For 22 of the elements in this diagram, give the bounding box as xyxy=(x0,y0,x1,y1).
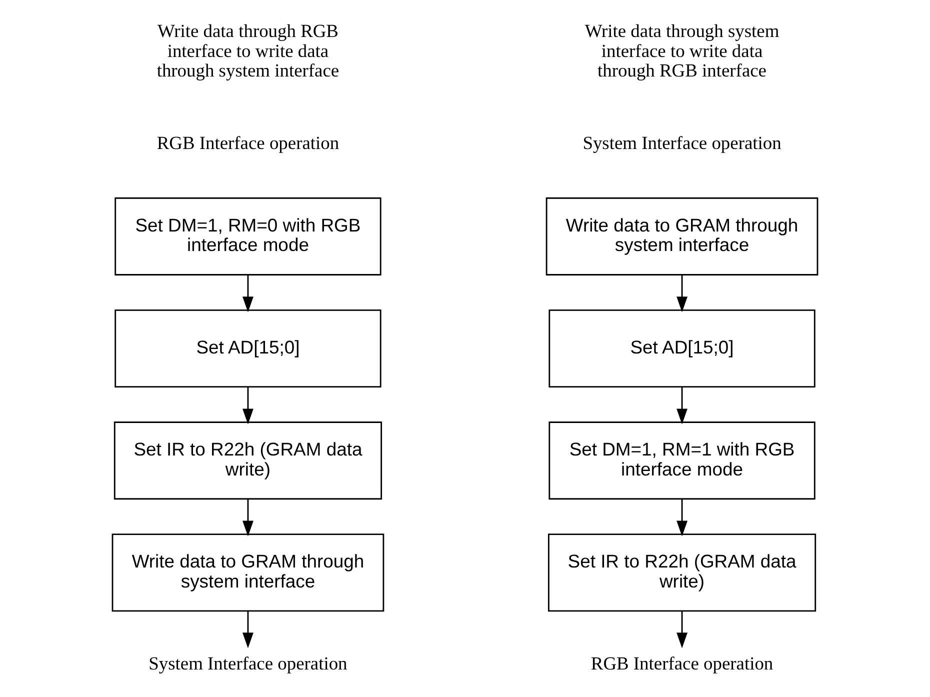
label: Write data through RGB interface to write data through system interface xyxy=(156,21,340,81)
node-box: Write data to GRAM through system interface xyxy=(112,534,384,612)
node-box: Write data to GRAM through system interface xyxy=(546,197,818,276)
arrow xyxy=(676,274,688,312)
arrow xyxy=(676,498,688,536)
arrow xyxy=(676,386,688,424)
node-box: Set AD[15;0] xyxy=(114,310,382,388)
label: RGB Interface operation xyxy=(156,133,340,154)
node-text: RGB Interface operation xyxy=(590,654,774,674)
node-text: System Interface operation xyxy=(148,654,348,674)
arrow xyxy=(242,386,254,424)
node-box: Set IR to R22h (GRAM data write) xyxy=(114,422,382,500)
label: Write data through system interface to write data through RGB interface xyxy=(584,21,780,81)
label: System Interface operation xyxy=(582,133,782,154)
node-box: Set DM=1, RM=0 with RGB interface mode xyxy=(114,197,382,276)
node-box: Set AD[15;0] xyxy=(548,310,816,388)
arrow xyxy=(242,274,254,312)
arrow xyxy=(242,498,254,536)
arrow xyxy=(676,611,688,648)
node-box: Set IR to R22h (GRAM data write) xyxy=(548,534,816,612)
node-box: Set DM=1, RM=1 with RGB interface mode xyxy=(548,422,816,500)
arrow xyxy=(242,611,254,648)
